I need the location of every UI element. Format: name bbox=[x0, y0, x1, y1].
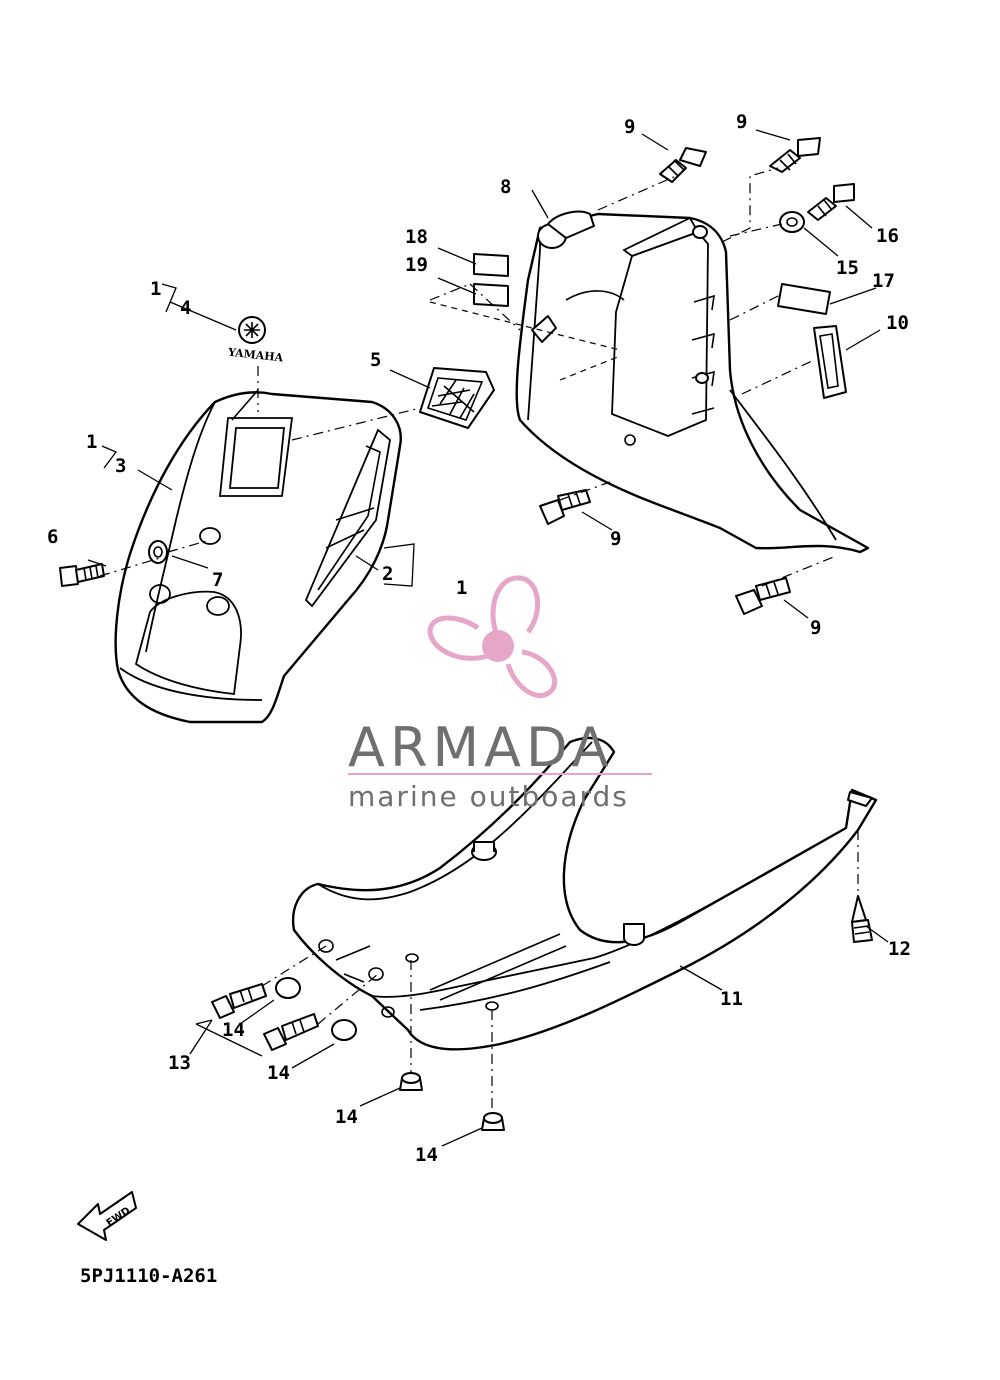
callout-9-d: 9 bbox=[810, 617, 821, 639]
callout-16: 16 bbox=[876, 225, 899, 247]
callout-17: 17 bbox=[872, 270, 895, 292]
callout-2: 2 bbox=[382, 563, 393, 585]
label-part-18 bbox=[473, 253, 509, 277]
callout-14-a: 14 bbox=[222, 1019, 245, 1041]
callout-14-d: 14 bbox=[415, 1144, 438, 1166]
bolt-part-6 bbox=[59, 563, 105, 587]
callout-10: 10 bbox=[886, 312, 909, 334]
grommet-part-14-a bbox=[275, 977, 301, 999]
grommet-part-14-b bbox=[331, 1019, 357, 1041]
callout-1-top: 1 bbox=[150, 278, 161, 300]
callout-5: 5 bbox=[370, 349, 381, 371]
callout-9-b: 9 bbox=[736, 111, 747, 133]
callout-9-c: 9 bbox=[610, 528, 621, 550]
under-cover-part-11 bbox=[291, 736, 878, 1051]
diagram-code: 5PJ1110-A261 bbox=[80, 1265, 217, 1287]
inner-panel-part-8 bbox=[515, 210, 870, 554]
callout-14-b: 14 bbox=[267, 1062, 290, 1084]
armada-watermark: ARMADA marine outboards bbox=[348, 575, 652, 813]
callout-13: 13 bbox=[168, 1052, 191, 1074]
callout-11: 11 bbox=[720, 988, 743, 1010]
callout-8: 8 bbox=[500, 176, 511, 198]
screw-part-9-bottom bbox=[735, 577, 791, 615]
callout-4: 4 bbox=[180, 297, 191, 319]
callout-9-a: 9 bbox=[624, 116, 635, 138]
screw-part-9-mid bbox=[539, 489, 591, 525]
washer-part-15 bbox=[779, 211, 805, 233]
callout-18: 18 bbox=[405, 226, 428, 248]
watermark-subtitle: marine outboards bbox=[348, 780, 629, 813]
callout-12: 12 bbox=[888, 938, 911, 960]
emblem-text: YAMAHA bbox=[226, 346, 284, 365]
callout-3: 3 bbox=[115, 455, 126, 477]
screw-part-13-lower bbox=[263, 1013, 319, 1051]
screw-part-16 bbox=[807, 183, 855, 221]
callout-numbers: 1 4 5 1 3 6 7 2 1 18 19 8 9 9 16 15 17 1… bbox=[47, 111, 911, 1166]
callout-19: 19 bbox=[405, 254, 428, 276]
gasket-part-10 bbox=[813, 325, 847, 399]
assembly-center-lines bbox=[99, 167, 859, 1112]
propeller-logo-icon bbox=[427, 575, 558, 698]
front-cowling-part-3 bbox=[114, 389, 402, 724]
callout-6: 6 bbox=[47, 526, 58, 548]
forward-direction-arrow: FWD bbox=[77, 1191, 137, 1241]
callout-15: 15 bbox=[836, 257, 859, 279]
watermark-title: ARMADA bbox=[348, 716, 614, 779]
air-duct-part-5 bbox=[419, 367, 495, 429]
screw-part-9-top-right bbox=[769, 137, 821, 173]
screw-part-13-upper bbox=[211, 983, 267, 1019]
pad-part-17 bbox=[777, 283, 831, 315]
grommet-part-14-d bbox=[481, 1112, 505, 1131]
washer-part-7 bbox=[148, 540, 168, 564]
leader-lines bbox=[87, 129, 889, 1147]
label-part-19 bbox=[473, 283, 509, 307]
callout-7: 7 bbox=[212, 569, 223, 591]
grommet-part-14-c bbox=[399, 1072, 423, 1091]
propeller-hub-icon bbox=[482, 630, 514, 662]
yamaha-emblem-part-4: YAMAHA bbox=[226, 316, 284, 365]
callout-1-mid: 1 bbox=[86, 431, 97, 453]
screw-part-9-top-left bbox=[659, 147, 707, 183]
callout-14-c: 14 bbox=[335, 1106, 358, 1128]
callout-1-right: 1 bbox=[456, 577, 467, 599]
screw-part-12 bbox=[851, 895, 873, 943]
